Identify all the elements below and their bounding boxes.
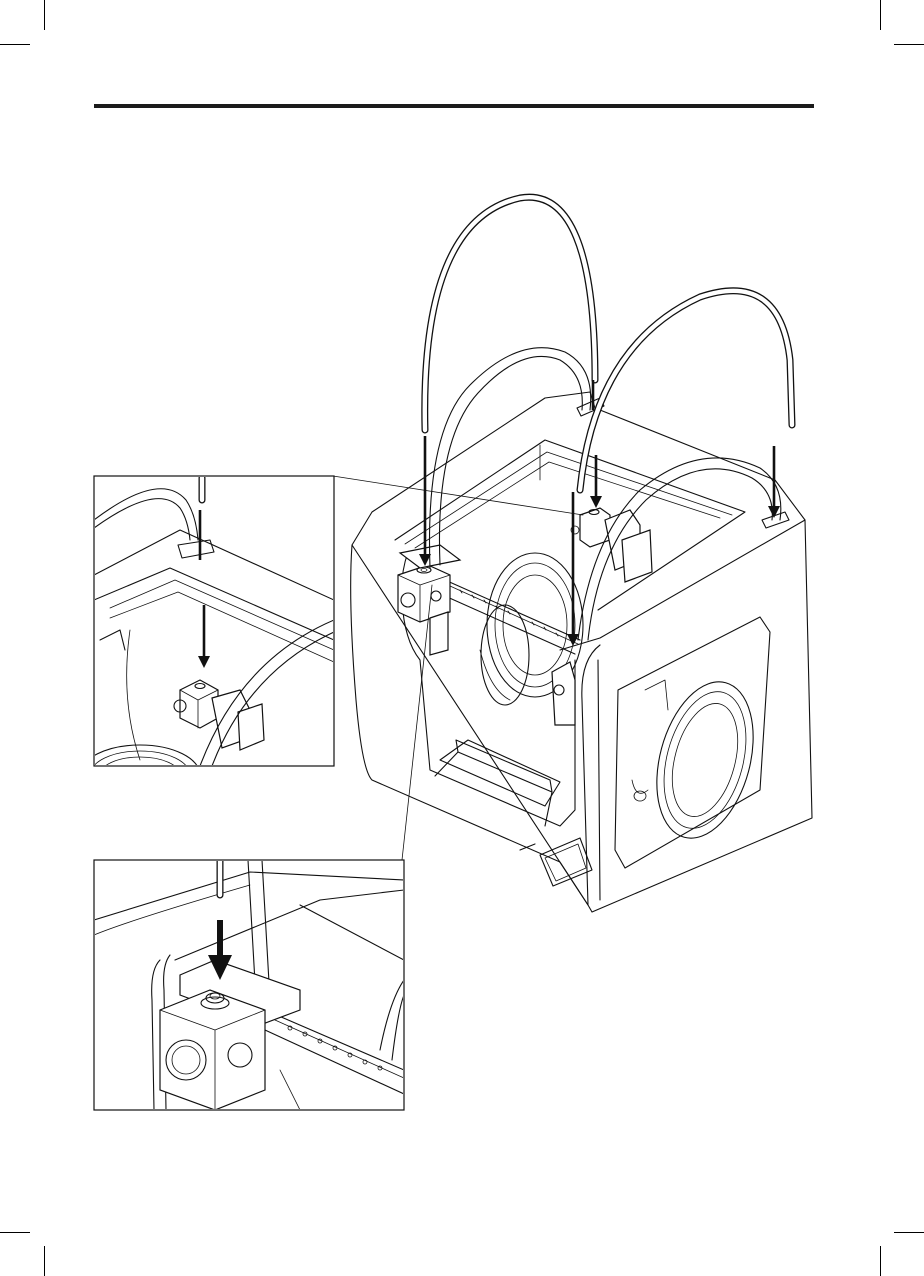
inset-detail-bottom	[94, 860, 404, 1110]
new-ptfe-tubes	[425, 197, 792, 490]
inset-detail-top	[80, 476, 334, 805]
printer-body	[351, 348, 812, 912]
